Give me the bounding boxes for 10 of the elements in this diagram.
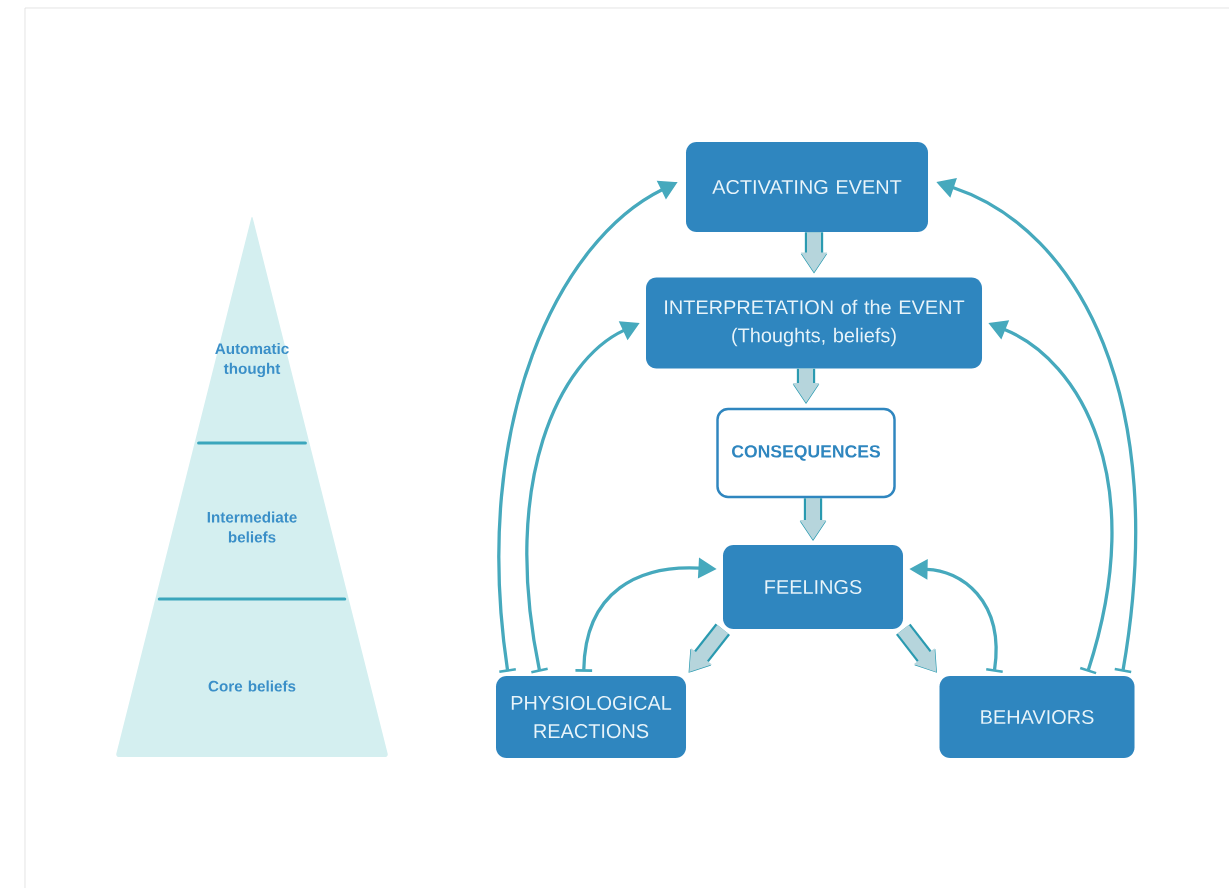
process-box: PHYSIOLOGICAL REACTIONS (496, 676, 686, 758)
pyramid-label: Core beliefs (208, 680, 296, 692)
pyramid-label: Automatic thought (215, 342, 289, 378)
process-box: INTERPRETATION of the EVENT (Thoughts, beliefs) (646, 277, 982, 369)
outlined-box: CONSEQUENCES (716, 407, 896, 499)
pyramid-label: Intermediate beliefs (207, 511, 297, 543)
process-box: ACTIVATING EVENT (686, 142, 928, 232)
pyramid (116, 217, 388, 757)
process-box: BEHAVIORS (939, 676, 1135, 758)
process-box: FEELINGS (723, 545, 903, 629)
